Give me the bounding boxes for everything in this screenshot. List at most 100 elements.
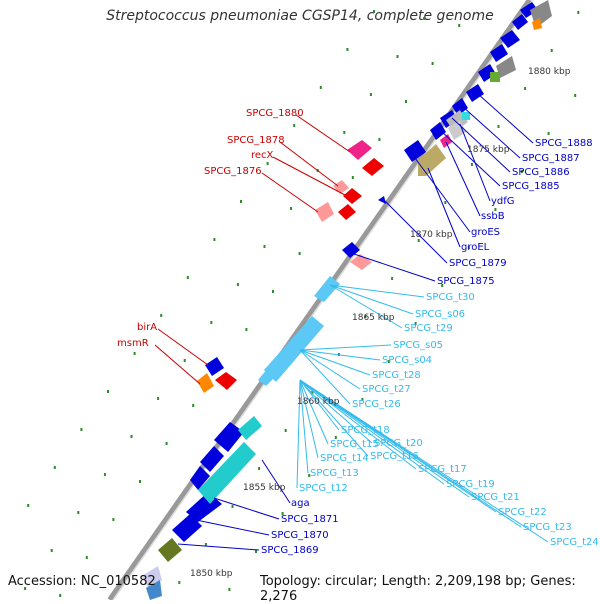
track-dot	[183, 359, 186, 362]
track-dot	[24, 587, 27, 590]
track-dot	[396, 55, 399, 58]
label-spcg-1871: SPCG_1871	[281, 514, 339, 525]
label-spcg-t28: SPCG_t28	[372, 370, 421, 381]
gene-bottom-left-2	[146, 580, 162, 600]
track-dot	[272, 290, 274, 293]
gene-spcg-1878	[333, 180, 349, 194]
rna-genes	[258, 276, 340, 386]
gene-birA	[205, 357, 224, 376]
track-dot	[258, 467, 261, 470]
gene-blue-mid	[238, 416, 262, 440]
track-dot	[470, 163, 473, 166]
label-spcg-1869: SPCG_1869	[261, 545, 319, 556]
gene-recX	[343, 188, 362, 204]
rna-leader-line	[299, 379, 417, 470]
track-dot	[231, 505, 234, 508]
track-dot	[77, 511, 80, 514]
leader-line	[427, 167, 461, 248]
track-dot	[308, 474, 311, 477]
scale-label-1875: 1875 kbp	[467, 145, 510, 155]
gene-spcg-1870	[172, 514, 202, 542]
label-spcg-1879: SPCG_1879	[449, 258, 507, 269]
label-ydfG: ydfG	[491, 196, 515, 207]
label-msmR: msmR	[117, 338, 149, 349]
label-spcg-t26: SPCG_t26	[352, 399, 401, 410]
rna-leader-line	[299, 349, 351, 405]
track-dot	[204, 543, 207, 546]
track-dot	[431, 62, 434, 65]
gene-groES	[404, 140, 426, 162]
label-spcg-1875: SPCG_1875	[437, 276, 495, 287]
label-spcg-1885: SPCG_1885	[502, 181, 560, 192]
track-dot	[139, 480, 141, 483]
label-spcg-t17: SPCG_t17	[418, 464, 467, 475]
label-spcg-t18: SPCG_t18	[341, 425, 390, 436]
label-recX: recX	[251, 150, 274, 161]
gene-blue-top-4	[490, 44, 508, 62]
track-dot	[130, 435, 133, 438]
leader-line	[353, 253, 436, 282]
label-groES: groES	[471, 227, 501, 238]
track-dot	[319, 86, 322, 89]
track-dot	[521, 170, 523, 173]
gene-blue-top-1	[520, 2, 538, 18]
gene-blue-top-2	[512, 14, 528, 30]
scale-label-1860: 1860 kbp	[297, 397, 340, 407]
track-dot	[165, 442, 168, 445]
track-dot	[378, 138, 381, 141]
rna-leader-line	[299, 379, 369, 457]
track-dot	[369, 93, 372, 96]
gene-msmR	[197, 373, 214, 393]
rna-leader-line	[299, 379, 549, 543]
rna-leader-line	[329, 284, 425, 298]
track-dot	[59, 594, 62, 597]
gene-spcg-1876-b	[338, 204, 356, 220]
label-spcg-t16: SPCG_t16	[370, 451, 419, 462]
track-dot	[373, 10, 375, 13]
label-spcg-s06: SPCG_s06	[415, 309, 466, 320]
gene-blue-top-5	[478, 64, 496, 82]
track-dot	[186, 276, 189, 279]
gene-cyan-small	[462, 112, 470, 120]
reverse-genes	[142, 0, 552, 600]
label-spcg-t29: SPCG_t29	[404, 323, 453, 334]
gene-ssbB	[440, 134, 452, 148]
forward-genes	[197, 140, 384, 393]
label-spcg-1886: SPCG_1886	[512, 167, 570, 178]
leader-line	[477, 93, 534, 144]
gene-aga	[198, 442, 256, 504]
label-spcg-t19: SPCG_t19	[446, 479, 495, 490]
track-dot	[160, 314, 163, 317]
leader-line	[383, 199, 448, 264]
track-dot	[547, 132, 550, 135]
track-dot	[210, 321, 213, 324]
track-dot	[228, 588, 231, 591]
track-dot	[405, 100, 407, 103]
track-dot	[107, 390, 109, 393]
gene-forward-c	[215, 372, 237, 390]
track-dot	[577, 11, 580, 14]
scale-label-1880: 1880 kbp	[528, 67, 571, 77]
gene-spcg-1888	[466, 84, 484, 102]
gene-spcg-1880	[347, 140, 372, 160]
gene-blue-bottom-3	[190, 466, 210, 490]
label-spcg-1870: SPCG_1870	[271, 530, 329, 541]
label-spcg-1878: SPCG_1878	[227, 135, 285, 146]
label-leader-lines	[154, 93, 549, 551]
gene-spcg-1885	[430, 122, 446, 140]
label-spcg-s05: SPCG_s05	[393, 340, 444, 351]
track-dot	[343, 131, 346, 134]
track-dot	[494, 208, 497, 211]
rna-leader-line	[299, 349, 361, 390]
track-dot	[351, 176, 354, 179]
gene-spcg-1879	[378, 196, 386, 204]
leader-line	[213, 497, 280, 520]
label-spcg-t14: SPCG_t14	[320, 453, 369, 464]
track-dot	[281, 512, 284, 515]
rna-block-1	[314, 276, 340, 302]
label-spcg-t15: SPCG_t15	[330, 439, 379, 450]
gene-spcg-1876-a	[315, 202, 334, 222]
leader-line	[154, 344, 201, 385]
track-dot	[245, 328, 248, 331]
gene-spcg-1875	[342, 242, 360, 258]
